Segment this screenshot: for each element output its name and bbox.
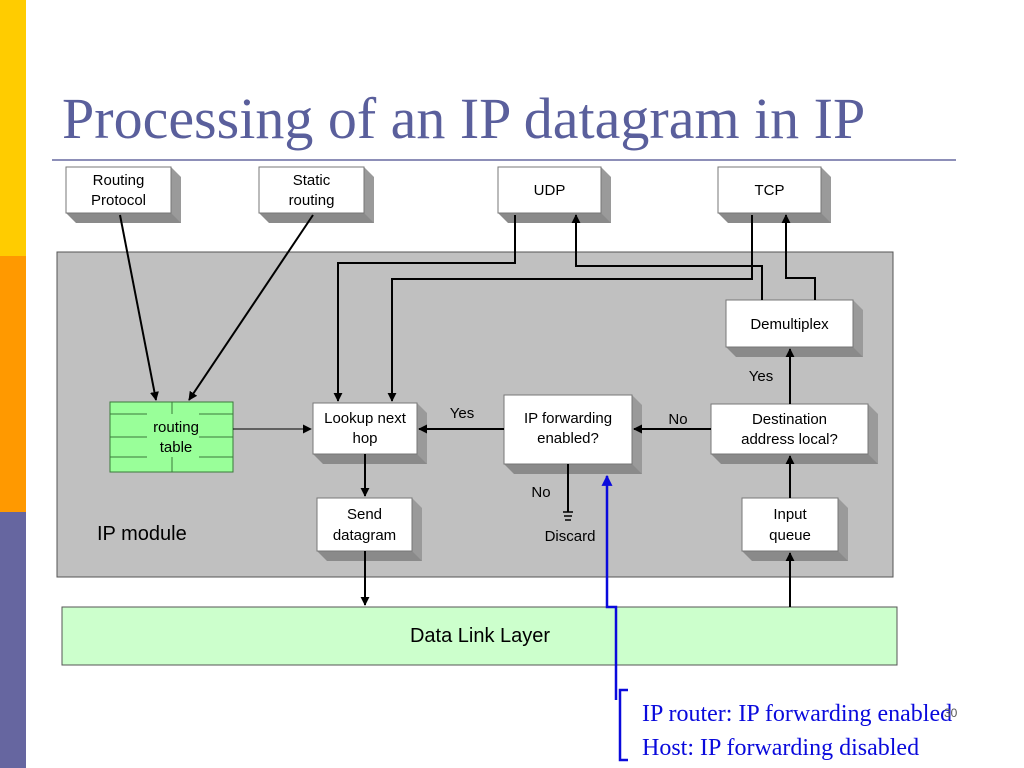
label-yes-forwarding: Yes [450, 405, 474, 422]
data-link-layer-box [61, 606, 898, 666]
static-routing-box: Static routing [258, 166, 374, 223]
routing-protocol-label-2: Protocol [91, 192, 146, 209]
label-no-local: No [668, 411, 687, 428]
discard-ground-icon [563, 511, 573, 521]
routing-table-box: routing table [109, 401, 234, 473]
annotation-pointer [601, 474, 628, 762]
edge-routing-protocol-to-table [119, 214, 159, 401]
routing-table-label-1: routing [153, 419, 199, 436]
routing-protocol-label-1: Routing [93, 172, 145, 189]
tcp-label: TCP [755, 182, 785, 199]
label-discard: Discard [545, 528, 596, 545]
ip-forwarding-enabled-box: IP forwarding enabled? [503, 394, 642, 474]
label-no-forwarding: No [531, 484, 550, 501]
slide-number: 30 [944, 706, 958, 720]
side-stripe [0, 0, 26, 768]
routing-protocol-box: Routing Protocol [65, 166, 181, 223]
ip-forwarding-label-1: IP forwarding [524, 410, 612, 427]
send-datagram-box: Send datagram [316, 497, 422, 561]
data-link-layer-label: Data Link Layer [410, 625, 550, 647]
slide-title: Processing of an IP datagram in IP [62, 86, 866, 151]
udp-label: UDP [534, 182, 566, 199]
destination-local-label-1: Destination [752, 411, 827, 428]
lookup-next-hop-label-2: hop [352, 430, 377, 447]
ip-module-label: IP module [97, 523, 187, 545]
lookup-next-hop-label-1: Lookup next [324, 410, 407, 427]
destination-local-label-2: address local? [741, 431, 838, 448]
udp-box: UDP [497, 166, 611, 223]
input-queue-box: Input queue [741, 497, 848, 561]
demultiplex-label: Demultiplex [750, 316, 829, 333]
edge-demultiplex-to-udp [571, 214, 763, 300]
routing-table-label-2: table [160, 439, 193, 456]
annotation-host: Host: IP forwarding disabled [642, 735, 920, 761]
destination-address-local-box: Destination address local? [710, 403, 878, 464]
tcp-box: TCP [717, 166, 831, 223]
stripe-purple [0, 512, 26, 768]
input-queue-label-1: Input [773, 506, 807, 523]
forwarding-annotation: IP router: IP forwarding enabled Host: I… [642, 697, 952, 765]
edge-udp-to-lookup [333, 215, 516, 402]
ip-forwarding-label-2: enabled? [537, 430, 599, 447]
label-yes-local: Yes [749, 368, 773, 385]
static-routing-label-2: routing [289, 192, 335, 209]
demultiplex-box: Demultiplex [725, 299, 863, 357]
send-datagram-label-1: Send [347, 506, 382, 523]
static-routing-label-1: Static [293, 172, 331, 189]
stripe-yellow [0, 0, 26, 256]
annotation-router: IP router: IP forwarding enabled [642, 701, 953, 727]
edge-tcp-to-lookup [387, 215, 753, 402]
title-underline [52, 159, 956, 161]
lookup-next-hop-box: Lookup next hop [312, 402, 427, 464]
send-datagram-label-2: datagram [333, 527, 396, 544]
edge-static-routing-to-table [188, 214, 314, 401]
stripe-orange [0, 256, 26, 512]
input-queue-label-2: queue [769, 527, 811, 544]
edge-demultiplex-to-tcp [781, 214, 816, 300]
